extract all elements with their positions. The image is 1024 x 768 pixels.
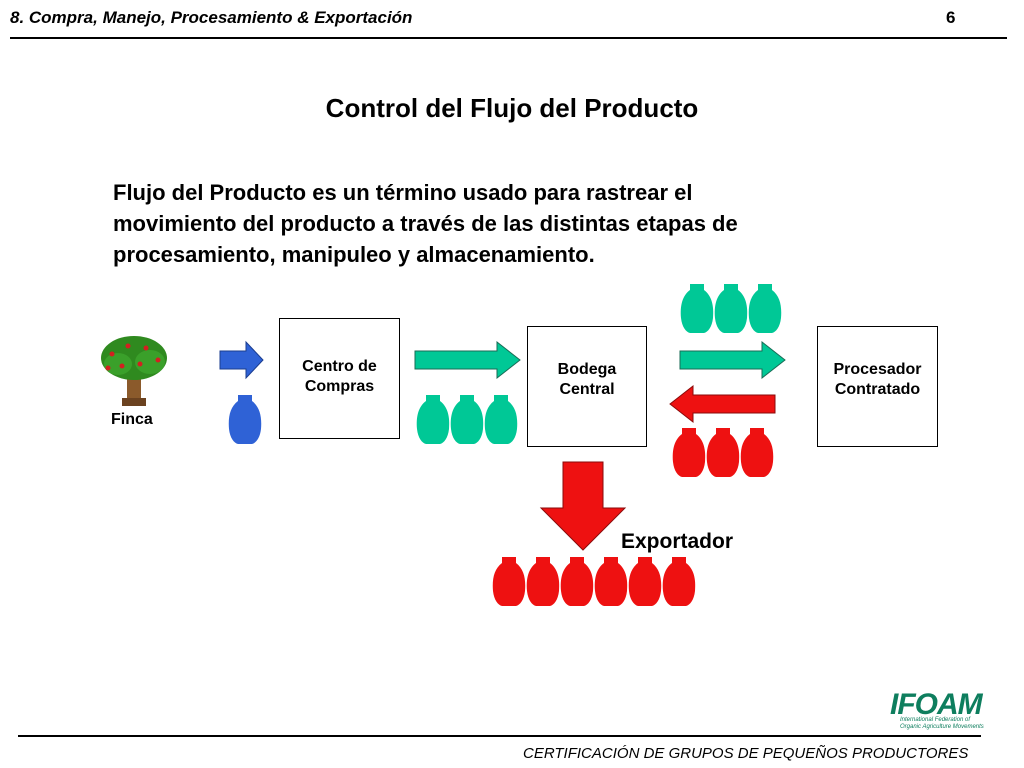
export-product-sack-icon [662,557,696,606]
purchase-center-label-line-1: Centro de [302,358,377,375]
header-divider [10,37,1007,39]
contract-processor-box: Procesador Contratado [817,326,938,447]
central-warehouse-label-line-2: Central [559,381,615,398]
exporter-label: Exportador [621,530,734,553]
purchase-center-box: Centro de Compras [279,318,400,439]
returned-product-sack-icon [672,428,706,477]
footer-text: CERTIFICACIÓN DE GRUPOS DE PEQUEÑOS PROD… [523,745,969,762]
farm-label: Finca [111,411,153,428]
arrow-warehouse-to-exporter [539,461,627,551]
intro-paragraph: Flujo del Producto es un término usado p… [113,177,873,270]
central-warehouse-label-line-1: Bodega [557,361,617,378]
arrow-farm-to-center [219,340,264,380]
logo-text: IFOAM [890,688,983,721]
intro-line-3: procesamiento, manipuleo y almacenamient… [113,242,595,267]
export-product-sack-icon [560,557,594,606]
returned-product-sack-icon [706,428,740,477]
export-product-sack-icon [526,557,560,606]
arrow-warehouse-to-processor [679,340,786,380]
processed-product-sack-top-icon [714,284,748,333]
slide-title: Control del Flujo del Producto [325,93,699,123]
export-product-sack-icon [628,557,662,606]
arrow-center-to-warehouse [414,340,521,380]
processed-product-sack-top-icon [680,284,714,333]
contract-processor-label-line-1: Procesador [833,361,922,378]
center-product-sack-icon [484,395,518,444]
arrow-processor-to-warehouse [669,384,776,424]
intro-line-2: movimiento del producto a través de las … [113,211,738,236]
logo-subtitle-line-1: International Federation of [900,717,971,723]
footer-divider [18,735,981,737]
tree-icon [101,336,167,406]
purchase-center-label-line-2: Compras [304,378,375,395]
returned-product-sack-icon [740,428,774,477]
page-number: 6 [946,8,956,27]
logo-subtitle: International Federation of Organic Agri… [900,717,1000,731]
farm-product-sack-icon [228,395,262,444]
intro-line-1: Flujo del Producto es un término usado p… [113,180,693,205]
center-product-sack-icon [416,395,450,444]
logo-subtitle-line-2: Organic Agriculture Movements [900,724,984,730]
export-product-sack-icon [492,557,526,606]
export-product-sack-icon [594,557,628,606]
contract-processor-label-line-2: Contratado [834,381,921,398]
ifoam-logo: IFOAM International Federation of Organi… [890,688,1000,730]
processed-product-sack-top-icon [748,284,782,333]
central-warehouse-box: Bodega Central [527,326,647,447]
center-product-sack-icon [450,395,484,444]
header-title: 8. Compra, Manejo, Procesamiento & Expor… [10,8,413,27]
